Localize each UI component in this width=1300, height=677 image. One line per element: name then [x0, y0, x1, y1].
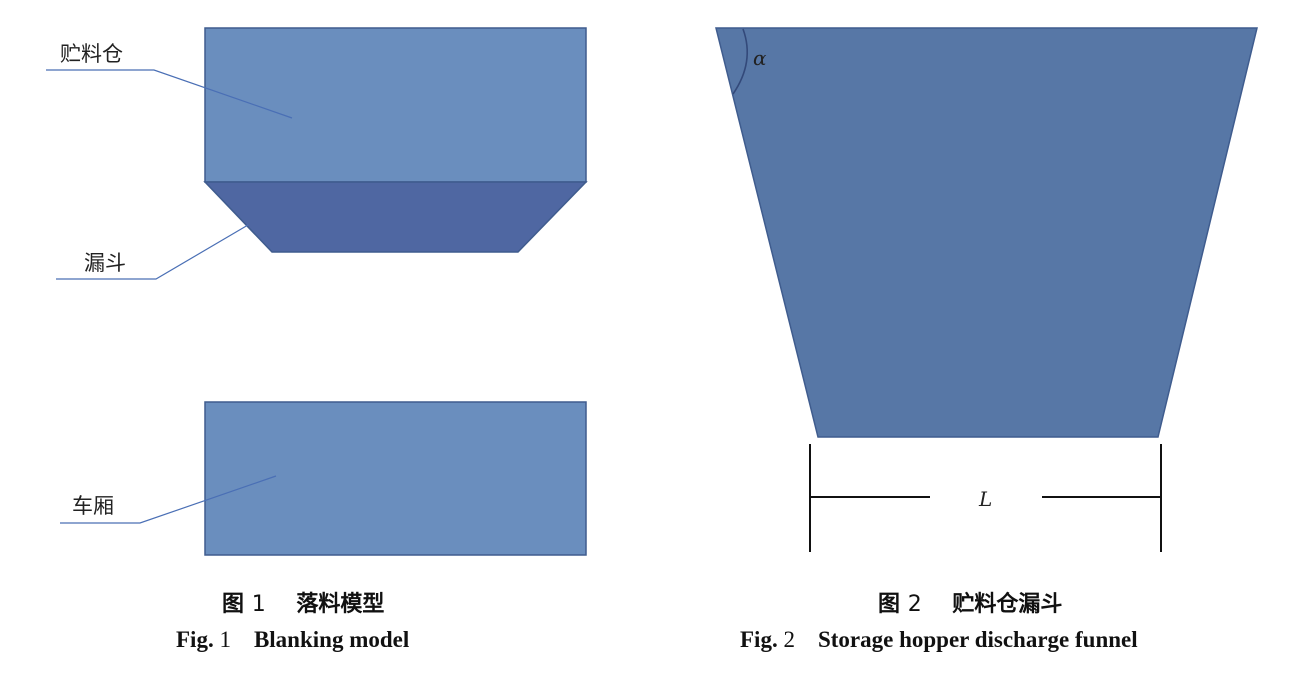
funnel-shape — [203, 181, 588, 253]
figure-1-caption-cn-num: 1 — [251, 592, 266, 617]
figure-2-caption-en: Fig. 2 Storage hopper discharge funnel — [740, 627, 1138, 653]
carriage-leader-line — [60, 475, 277, 524]
figure-2-hopper-funnel: α L — [715, 27, 1258, 552]
figure-2-caption-en-num: 2 — [783, 627, 795, 652]
figure-1-caption-en-prefix: Fig. — [176, 627, 214, 652]
hopper-trapezoid — [715, 27, 1258, 438]
silo-label: 贮料仓 — [60, 42, 123, 66]
silo-leader-line — [46, 69, 293, 119]
angle-alpha-label: α — [753, 46, 767, 70]
angle-arc — [732, 28, 749, 95]
carriage-box — [204, 401, 587, 556]
figure-2-caption-en-prefix: Fig. — [740, 627, 778, 652]
carriage-label: 车厢 — [72, 494, 114, 518]
dimension-length-label: L — [978, 487, 992, 511]
figure-2-caption-en-title: Storage hopper discharge funnel — [817, 627, 1138, 652]
figure-2-caption-cn-prefix: 图 — [878, 592, 901, 617]
figure-1-caption-en-title: Blanking model — [253, 627, 410, 652]
funnel-leader-line — [56, 224, 249, 280]
silo-box — [204, 27, 587, 183]
figure-1-caption-en: Fig. 1 Blanking model — [176, 627, 409, 653]
figure-2-caption-cn-num: 2 — [907, 592, 922, 617]
figure-1-caption-cn-prefix: 图 — [222, 592, 245, 617]
figure-2-caption-cn: 图 2 贮料仓漏斗 — [878, 586, 1062, 618]
figure-1-caption-cn-title: 落料模型 — [296, 592, 385, 617]
figure-1-caption-en-num: 1 — [219, 627, 231, 652]
funnel-label: 漏斗 — [84, 251, 126, 275]
figure-1-blanking-model: 贮料仓 漏斗 车厢 — [46, 27, 588, 556]
figure-1-caption-cn: 图 1 落料模型 — [222, 586, 384, 618]
figure-2-caption-cn-title: 贮料仓漏斗 — [952, 592, 1063, 617]
